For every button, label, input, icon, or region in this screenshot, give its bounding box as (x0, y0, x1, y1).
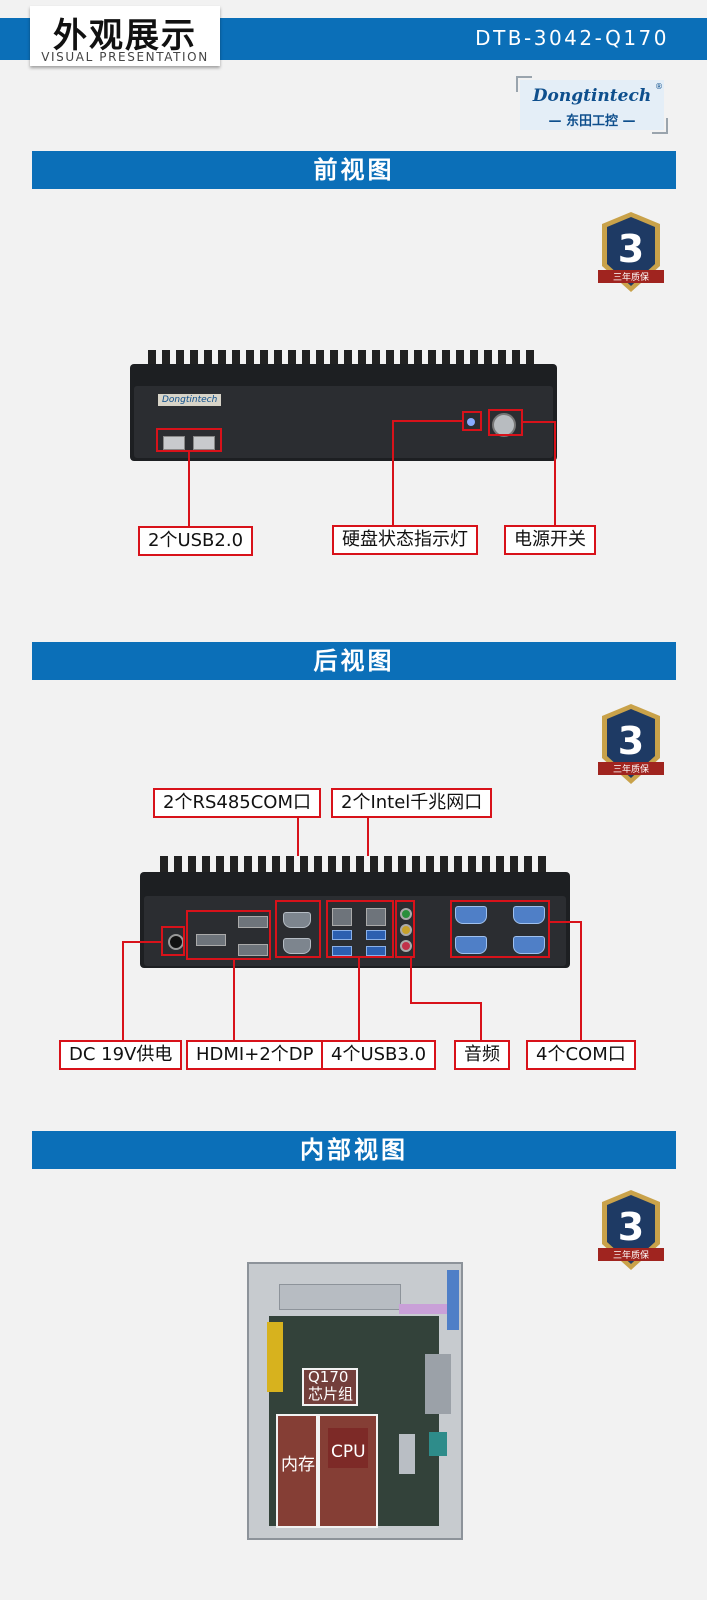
io-ports-internal (425, 1354, 451, 1414)
com-connector-v (580, 921, 582, 1042)
dp-port-2 (238, 916, 268, 928)
badge-text: 三年质保 (613, 271, 649, 283)
usb3-connector-line (358, 958, 360, 1042)
chipset-highlight: Q170 芯片组 (302, 1368, 358, 1406)
label-memory: 内存 (281, 1455, 315, 1475)
dc-highlight (161, 926, 185, 956)
com-connector-h (548, 921, 582, 923)
com-port-2 (513, 906, 545, 924)
com-highlight (450, 900, 550, 958)
heatsink-fins-front (148, 350, 538, 366)
sata-cable (267, 1322, 283, 1392)
badge-number: 3 (618, 1205, 644, 1249)
display-connector-line (233, 960, 235, 1042)
page-title: 外观展示 (53, 16, 197, 56)
warranty-badge-icon: 3 三年质保 (598, 704, 664, 784)
device-front: Dongtintech (130, 364, 557, 461)
hdd-connector-v (392, 420, 394, 528)
audio-highlight (395, 900, 415, 958)
label-audio: 音频 (454, 1040, 510, 1070)
lan-usb3-highlight (326, 900, 394, 958)
section-rear-view: 后视图 (32, 642, 676, 680)
logo-registered-mark: ® (655, 82, 663, 91)
label-hdd-led: 硬盘状态指示灯 (332, 525, 478, 555)
audio-connector-v2 (480, 1002, 482, 1042)
warranty-badge-icon: 3 三年质保 (598, 1190, 664, 1270)
rs485-highlight (275, 900, 321, 958)
internal-component (429, 1432, 447, 1456)
com-port-3 (455, 936, 487, 954)
logo-panel: Dongtintech ® — 东田工控 — (520, 80, 664, 130)
usb3-port-2 (366, 930, 386, 940)
audio-line-icon (400, 924, 412, 936)
display-highlight (186, 910, 271, 960)
rs485-port-1 (283, 912, 311, 928)
model-number: DTB-3042-Q170 (475, 26, 669, 50)
label-usb3: 4个USB3.0 (321, 1040, 437, 1070)
hdd-connector-h (392, 420, 464, 422)
label-intel-lan: 2个Intel千兆网口 (331, 788, 493, 818)
dc-connector-h (122, 941, 162, 943)
heatsink-small (399, 1434, 415, 1474)
page-title-box: 外观展示 VISUAL PRESENTATION (30, 6, 220, 66)
rs485-port-2 (283, 938, 311, 954)
lan-port-1 (332, 908, 352, 926)
heatsink-fins-rear (160, 856, 550, 876)
section-internal-view: 内部视图 (32, 1131, 676, 1169)
power-button-highlight (488, 409, 523, 436)
audio-out-icon (400, 908, 412, 920)
label-power-switch: 电源开关 (504, 525, 596, 555)
power-button-icon (492, 413, 516, 437)
label-com-ports: 4个COM口 (526, 1040, 636, 1070)
ribbon-cable (399, 1304, 459, 1314)
dp-port-1 (196, 934, 226, 946)
lan-port-2 (366, 908, 386, 926)
badge-number: 3 (618, 719, 644, 763)
usb3-port-3 (332, 946, 352, 956)
label-display-ports: HDMI+2个DP (186, 1040, 324, 1070)
power-connector-v (554, 421, 556, 528)
usb2-port-1 (163, 436, 185, 450)
rear-panel (144, 896, 566, 966)
hdd-led-highlight (462, 411, 482, 431)
badge-number: 3 (618, 227, 644, 271)
audio-connector-h (410, 1002, 482, 1004)
badge-text: 三年质保 (613, 763, 649, 775)
logo-corner-br (652, 118, 668, 134)
memory-highlight: 内存 (276, 1414, 318, 1528)
label-cpu: CPU (331, 1442, 366, 1462)
page-subtitle: VISUAL PRESENTATION (41, 50, 209, 64)
warranty-badge-icon: 3 三年质保 (598, 212, 664, 292)
logo-brand-cn: — 东田工控 — (548, 114, 636, 129)
com-port-1 (455, 906, 487, 924)
usb2-port-2 (193, 436, 215, 450)
com-port-4 (513, 936, 545, 954)
label-rs485: 2个RS485COM口 (153, 788, 322, 818)
device-logo-plate: Dongtintech (158, 394, 222, 406)
cpu-highlight: CPU (318, 1414, 378, 1528)
com-ports-internal (447, 1270, 459, 1330)
section-front-view: 前视图 (32, 151, 676, 189)
label-chipset: Q170 芯片组 (308, 1368, 354, 1403)
usb3-port-1 (332, 930, 352, 940)
usb2-connector-line (188, 452, 190, 528)
badge-text: 三年质保 (613, 1249, 649, 1261)
brand-logo: Dongtintech ® — 东田工控 — (516, 76, 668, 134)
audio-mic-icon (400, 940, 412, 952)
dc-connector-v (122, 941, 124, 1042)
audio-connector-v1 (410, 958, 412, 1004)
label-dc-power: DC 19V供电 (59, 1040, 183, 1070)
hdmi-port (238, 944, 268, 956)
logo-brand-en: Dongtintech (532, 86, 652, 106)
power-connector-h (522, 421, 556, 423)
hdd-led-icon (467, 418, 475, 426)
cpu-socket (328, 1428, 368, 1468)
drive-bracket (279, 1284, 401, 1310)
device-rear (140, 872, 570, 968)
label-usb2: 2个USB2.0 (138, 526, 254, 556)
usb3-port-4 (366, 946, 386, 956)
logo-corner-tl (516, 76, 532, 92)
usb2-highlight (156, 428, 222, 452)
